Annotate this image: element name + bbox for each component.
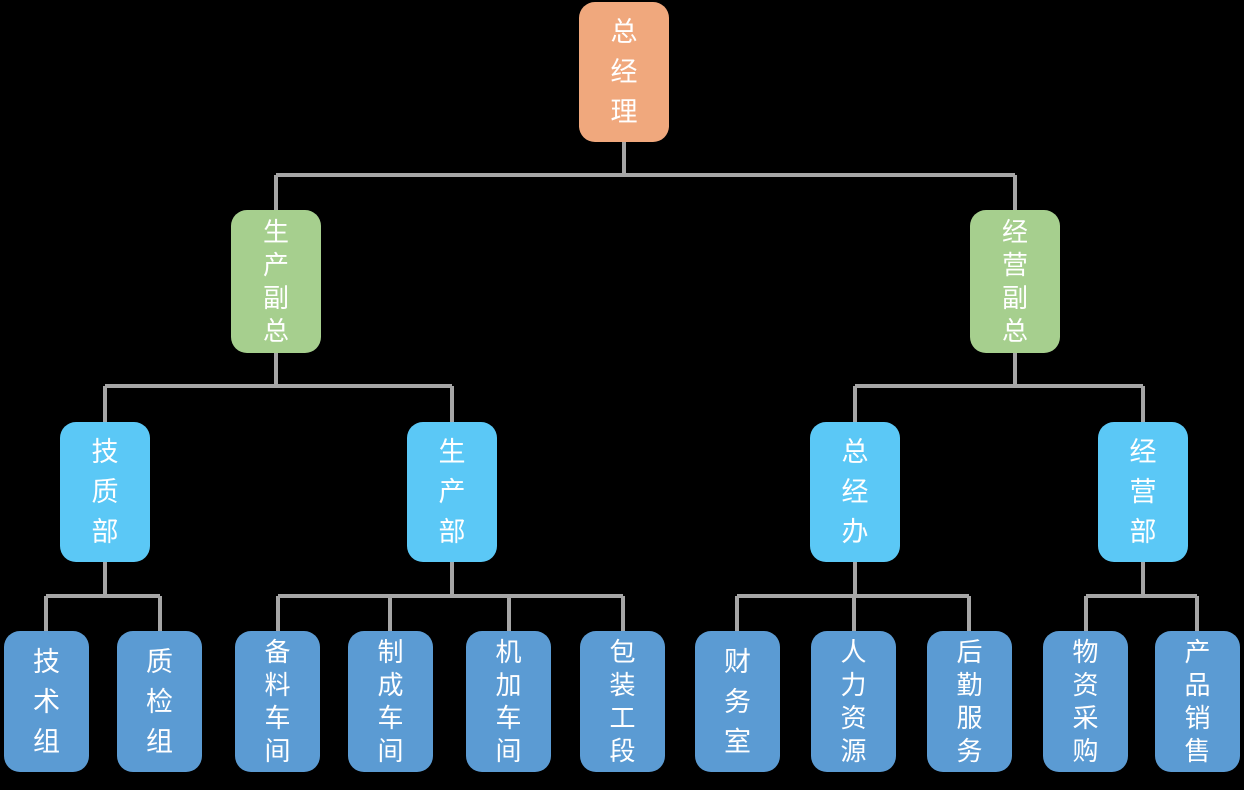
node-product-sales-label: 产品销售 [1184, 637, 1211, 766]
node-logistics-service-label: 后勤服务 [956, 637, 983, 766]
node-production-vp-label: 生产副总 [262, 217, 289, 346]
node-finishing-workshop-label: 制成车间 [377, 637, 404, 766]
node-finance-office: 财务室 [695, 631, 780, 772]
node-finance-office-label: 财务室 [723, 646, 751, 757]
node-material-prep-workshop-label: 备料车间 [264, 637, 291, 766]
node-human-resources: 人力资源 [811, 631, 896, 772]
node-production-dept-label: 生产部 [438, 437, 466, 547]
node-gm-office-label: 总经办 [841, 437, 869, 547]
connector-root-to-vps [274, 142, 1017, 210]
connector-operations-dept-to-sections [1084, 562, 1199, 631]
node-tech-quality-dept: 技质部 [60, 422, 150, 562]
connector-tech-quality-to-groups [44, 562, 162, 631]
connector-production-vp-to-depts [103, 353, 454, 422]
connector-gm-office-to-sections [735, 562, 971, 631]
node-machining-workshop: 机加车间 [466, 631, 551, 772]
node-material-purchasing: 物资采购 [1043, 631, 1128, 772]
node-packaging-section-label: 包装工段 [609, 637, 636, 766]
connector-operations-vp-to-depts [853, 353, 1145, 422]
connector-production-dept-to-workshops [276, 562, 625, 631]
node-machining-workshop-label: 机加车间 [495, 637, 522, 766]
node-production-vp: 生产副总 [231, 210, 321, 353]
node-qc-group: 质检组 [117, 631, 202, 772]
node-tech-group-label: 技术组 [32, 646, 60, 757]
node-logistics-service: 后勤服务 [927, 631, 1012, 772]
node-operations-dept-label: 经营部 [1129, 437, 1157, 547]
node-general-manager-label: 总经理 [610, 17, 638, 127]
node-finishing-workshop: 制成车间 [348, 631, 433, 772]
node-tech-quality-dept-label: 技质部 [91, 437, 119, 547]
node-packaging-section: 包装工段 [580, 631, 665, 772]
node-qc-group-label: 质检组 [145, 646, 173, 757]
node-human-resources-label: 人力资源 [840, 637, 867, 766]
node-product-sales: 产品销售 [1155, 631, 1240, 772]
node-gm-office: 总经办 [810, 422, 900, 562]
node-general-manager: 总经理 [579, 2, 669, 142]
node-production-dept: 生产部 [407, 422, 497, 562]
node-material-purchasing-label: 物资采购 [1072, 637, 1099, 766]
node-material-prep-workshop: 备料车间 [235, 631, 320, 772]
node-operations-vp: 经营副总 [970, 210, 1060, 353]
node-operations-vp-label: 经营副总 [1001, 217, 1028, 346]
node-tech-group: 技术组 [4, 631, 89, 772]
node-operations-dept: 经营部 [1098, 422, 1188, 562]
